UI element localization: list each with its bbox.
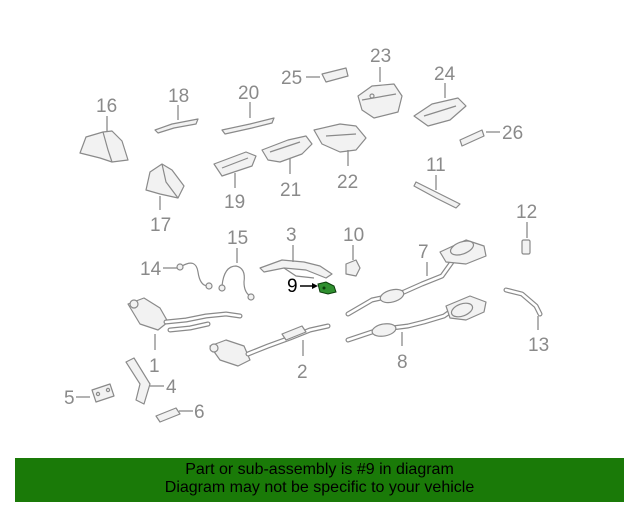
callout-23[interactable]: 23 <box>370 46 391 67</box>
callout-1[interactable]: 1 <box>149 356 160 377</box>
callout-9[interactable]: 9 <box>287 276 298 297</box>
part-14-oxygen-sensor[interactable] <box>176 262 213 290</box>
callout-8[interactable]: 8 <box>397 352 408 373</box>
part-17-heat-shield[interactable] <box>145 163 185 199</box>
callout-4[interactable]: 4 <box>166 377 177 398</box>
part-22-heat-shield[interactable] <box>313 123 367 153</box>
callout-6[interactable]: 6 <box>194 402 205 423</box>
callout-14[interactable]: 14 <box>140 259 162 280</box>
part-20-shield-strip[interactable] <box>221 117 275 135</box>
callout-16[interactable]: 16 <box>96 96 117 117</box>
part-10-gasket[interactable] <box>345 259 361 277</box>
part-4-bracket[interactable] <box>125 357 151 405</box>
part-1-exhaust-pipe[interactable] <box>127 297 243 333</box>
callout-12[interactable]: 12 <box>516 202 537 223</box>
part-15-oxygen-sensor[interactable] <box>218 265 255 301</box>
part-18-shield-strip[interactable] <box>154 118 199 134</box>
callout-13[interactable]: 13 <box>528 335 549 356</box>
part-25-shield-plate[interactable] <box>321 67 349 83</box>
callout-5[interactable]: 5 <box>64 388 75 409</box>
callout-17[interactable]: 17 <box>150 215 171 236</box>
callout-11[interactable]: 11 <box>426 155 446 176</box>
callout-20[interactable]: 20 <box>238 83 259 104</box>
callout-3[interactable]: 3 <box>286 225 297 246</box>
callout-2[interactable]: 2 <box>297 362 308 383</box>
part-26-shield-plate[interactable] <box>459 129 485 147</box>
callout-24[interactable]: 24 <box>434 64 456 85</box>
banner-line-2: Diagram may not be specific to your vehi… <box>164 479 475 496</box>
part-23-heat-shield[interactable] <box>357 83 403 119</box>
callout-21[interactable]: 21 <box>280 180 301 201</box>
part-12-clamp[interactable] <box>521 239 531 255</box>
callout-10[interactable]: 10 <box>343 225 364 246</box>
part-21-heat-shield[interactable] <box>261 135 313 163</box>
part-9-highlighted[interactable] <box>317 281 337 295</box>
callout-19[interactable]: 19 <box>224 192 245 213</box>
info-banner: Part or sub-assembly is #9 in diagram Di… <box>15 458 624 502</box>
callout-25[interactable]: 25 <box>281 68 302 89</box>
callout-26[interactable]: 26 <box>502 123 523 144</box>
part-16-heat-shield[interactable] <box>79 130 129 163</box>
part-13-hanger[interactable] <box>503 287 543 317</box>
part-2-exhaust-pipe[interactable] <box>209 323 331 367</box>
part-6-clamp[interactable] <box>155 407 181 423</box>
callout-7[interactable]: 7 <box>418 242 429 263</box>
callout-18[interactable]: 18 <box>168 86 189 107</box>
part-7-muffler-assembly[interactable] <box>345 238 487 317</box>
banner-line-1: Part or sub-assembly is #9 in diagram <box>185 461 454 478</box>
part-11-bracket[interactable] <box>413 181 461 209</box>
part-19-heat-shield[interactable] <box>213 151 257 177</box>
part-5-gasket[interactable] <box>91 383 115 403</box>
callout-22[interactable]: 22 <box>337 172 358 193</box>
part-24-heat-shield[interactable] <box>413 97 467 127</box>
part-8-muffler-assembly[interactable] <box>345 295 487 343</box>
callout-15[interactable]: 15 <box>227 228 248 249</box>
